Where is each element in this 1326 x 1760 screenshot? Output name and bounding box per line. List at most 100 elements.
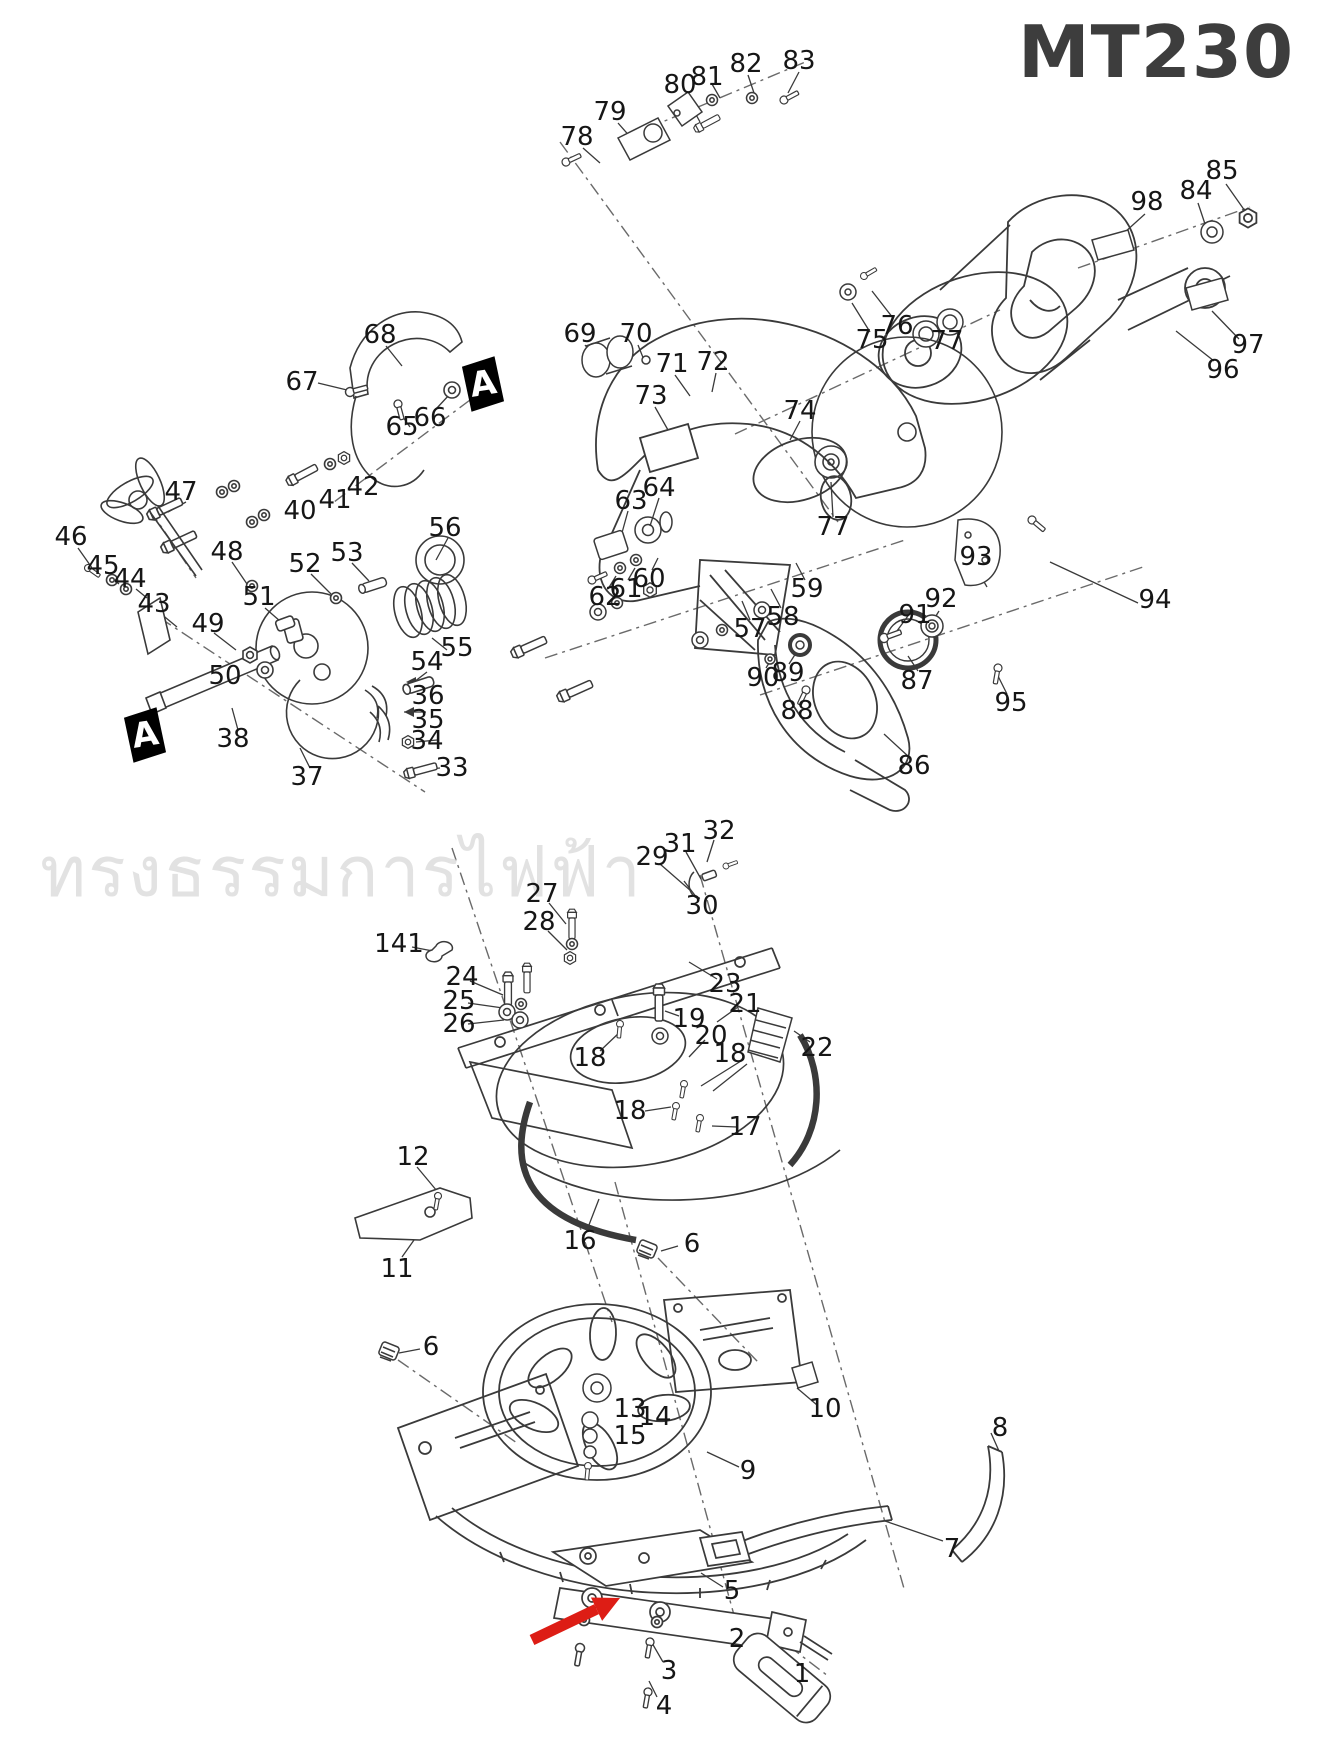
blade-guard-art bbox=[581, 317, 927, 656]
part-callout-18: 18 bbox=[613, 1096, 647, 1126]
part-callout-36: 36 bbox=[411, 681, 445, 711]
part-callout-61: 61 bbox=[609, 574, 643, 604]
part-callout-5: 5 bbox=[723, 1576, 741, 1606]
part-callout-8: 8 bbox=[991, 1413, 1009, 1443]
part-callout-73: 73 bbox=[634, 381, 668, 411]
part-callout-77: 77 bbox=[930, 326, 964, 356]
top-link-art bbox=[560, 88, 801, 168]
part-callout-23: 23 bbox=[708, 969, 742, 999]
section-marker-label: A bbox=[466, 362, 500, 406]
part-callout-67: 67 bbox=[285, 367, 319, 397]
part-callout-13: 13 bbox=[613, 1394, 647, 1424]
part-callout-38: 38 bbox=[216, 724, 250, 754]
part-callout-82: 82 bbox=[729, 49, 763, 79]
part-callout-85: 85 bbox=[1205, 156, 1239, 186]
part-callout-77: 77 bbox=[816, 512, 850, 542]
part-callout-43: 43 bbox=[137, 589, 171, 619]
part-callout-29: 29 bbox=[635, 842, 669, 872]
part-callout-42: 42 bbox=[346, 472, 380, 502]
part-callout-47: 47 bbox=[164, 477, 198, 507]
part-callout-9: 9 bbox=[739, 1456, 757, 1486]
part-callout-54: 54 bbox=[410, 647, 444, 677]
part-callout-52: 52 bbox=[288, 549, 322, 579]
part-callout-90: 90 bbox=[746, 663, 780, 693]
part-callout-15: 15 bbox=[613, 1421, 647, 1451]
part-callout-95: 95 bbox=[994, 688, 1028, 718]
part-callout-10: 10 bbox=[808, 1394, 842, 1424]
part-callout-51: 51 bbox=[242, 582, 276, 612]
part-callout-35: 35 bbox=[411, 705, 445, 735]
part-callout-50: 50 bbox=[208, 661, 242, 691]
part-callout-4: 4 bbox=[655, 1691, 673, 1721]
part-callout-69: 69 bbox=[563, 319, 597, 349]
part-callout-76: 76 bbox=[880, 311, 914, 341]
part-callout-45: 45 bbox=[86, 551, 120, 581]
red-pointer-arrow bbox=[529, 1597, 620, 1645]
arrowhead-35 bbox=[404, 707, 414, 717]
part-callout-16: 16 bbox=[563, 1226, 597, 1256]
part-callout-49: 49 bbox=[191, 609, 225, 639]
saw-head-art bbox=[839, 194, 1258, 405]
part-callout-88: 88 bbox=[780, 696, 814, 726]
part-callout-72: 72 bbox=[696, 347, 730, 377]
part-callout-70: 70 bbox=[619, 319, 653, 349]
part-callout-6: 6 bbox=[422, 1332, 440, 1362]
part-callout-17: 17 bbox=[728, 1112, 762, 1142]
part-callout-75: 75 bbox=[855, 325, 889, 355]
part-callout-59: 59 bbox=[790, 574, 824, 604]
part-callout-18: 18 bbox=[573, 1043, 607, 1073]
part-callout-60: 60 bbox=[632, 564, 666, 594]
part-callout-96: 96 bbox=[1206, 355, 1240, 385]
part-callout-71: 71 bbox=[655, 349, 689, 379]
part-callout-86: 86 bbox=[897, 751, 931, 781]
part-callout-12: 12 bbox=[396, 1142, 430, 1172]
part-callout-65: 65 bbox=[385, 412, 419, 442]
part-callout-22: 22 bbox=[800, 1033, 834, 1063]
part-callout-89: 89 bbox=[771, 658, 805, 688]
part-callout-81: 81 bbox=[690, 62, 724, 92]
part-callout-26: 26 bbox=[442, 1009, 476, 1039]
part-callout-48: 48 bbox=[210, 537, 244, 567]
section-marker-label: A bbox=[128, 713, 162, 757]
part-callout-3: 3 bbox=[660, 1656, 678, 1686]
part-callout-25: 25 bbox=[442, 986, 476, 1016]
part-callout-7: 7 bbox=[943, 1534, 961, 1564]
clamp-assembly-art bbox=[550, 1529, 833, 1724]
part-callout-14: 14 bbox=[638, 1402, 672, 1432]
part-callout-6: 6 bbox=[683, 1229, 701, 1259]
turn-base-art bbox=[354, 858, 841, 1244]
part-callout-46: 46 bbox=[54, 522, 88, 552]
part-callout-64: 64 bbox=[642, 473, 676, 503]
part-callout-11: 11 bbox=[380, 1254, 414, 1284]
lower-guard-art bbox=[757, 513, 1048, 812]
part-callout-55: 55 bbox=[440, 633, 474, 663]
part-callout-141: 141 bbox=[374, 929, 424, 959]
part-callout-83: 83 bbox=[782, 46, 816, 76]
part-callout-30: 30 bbox=[685, 891, 719, 921]
part-callout-93: 93 bbox=[959, 542, 993, 572]
part-callout-58: 58 bbox=[766, 602, 800, 632]
part-callout-62: 62 bbox=[588, 582, 622, 612]
watermark-text: ทรงธรรมการไฟฟ้า bbox=[40, 831, 643, 913]
guard-bracket-art bbox=[144, 311, 463, 556]
part-callout-18: 18 bbox=[713, 1039, 747, 1069]
part-callout-56: 56 bbox=[428, 513, 462, 543]
fastener-cluster-art bbox=[508, 511, 771, 705]
part-callout-84: 84 bbox=[1179, 176, 1213, 206]
part-callout-20: 20 bbox=[694, 1021, 728, 1051]
part-callout-57: 57 bbox=[733, 614, 767, 644]
part-callout-44: 44 bbox=[113, 564, 147, 594]
part-callout-33: 33 bbox=[435, 753, 469, 783]
arm-hinge-art bbox=[82, 457, 468, 781]
assembly-axes bbox=[149, 59, 1251, 1677]
part-callout-24: 24 bbox=[445, 962, 479, 992]
part-callout-79: 79 bbox=[593, 97, 627, 127]
part-callout-2: 2 bbox=[728, 1624, 746, 1654]
part-callout-32: 32 bbox=[702, 816, 736, 846]
part-callout-66: 66 bbox=[413, 403, 447, 433]
part-callout-41: 41 bbox=[318, 485, 352, 515]
part-callout-21: 21 bbox=[728, 989, 762, 1019]
part-callout-68: 68 bbox=[363, 320, 397, 350]
part-callout-63: 63 bbox=[614, 486, 648, 516]
page-title: MT230 bbox=[1018, 10, 1295, 94]
